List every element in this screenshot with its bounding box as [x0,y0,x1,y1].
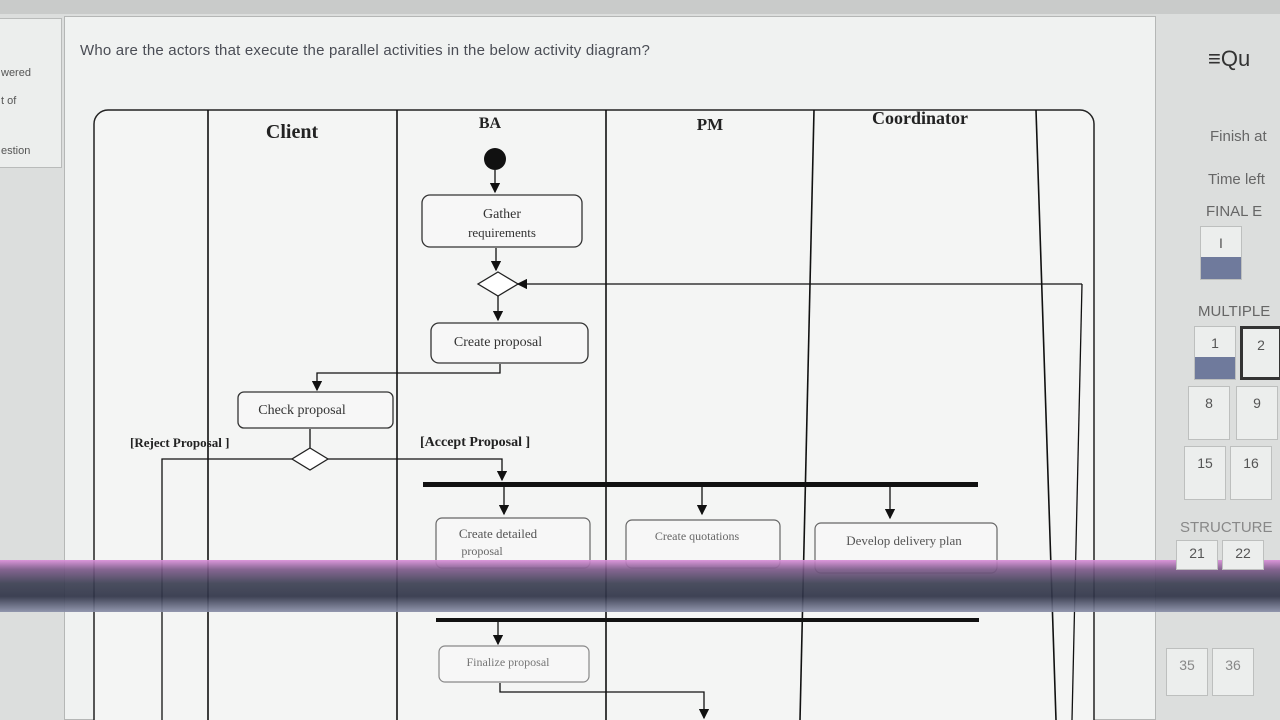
nav-button-21[interactable]: 21 [1176,540,1218,570]
nav-button-22-label: 22 [1235,545,1251,561]
lane-header-pm: PM [697,115,723,134]
finish-attempt-link[interactable]: Finish at [1210,128,1267,145]
nav-button-i[interactable]: I [1200,226,1242,280]
lane-divider [1035,109,1057,720]
nav-button-35-label: 35 [1179,657,1195,673]
nav-button-i-label: I [1219,235,1223,251]
lane-header-client: Client [266,121,319,143]
nav-button-16[interactable]: 16 [1230,446,1272,500]
quiz-nav-title: Qu [1220,46,1251,71]
nav-button-8[interactable]: 8 [1188,386,1230,440]
answered-label: wered [1,67,31,79]
nav-button-9-label: 9 [1253,395,1261,411]
nav-button-1-label: 1 [1211,335,1219,351]
activity-diagram: Client BA PM Coordinator Gather requirem… [93,108,1095,720]
nav-button-1[interactable]: 1 [1194,326,1236,380]
activity-gather-requirements [421,194,583,248]
left-info-panel: wered t of estion [0,18,62,168]
nav-button-15-label: 15 [1197,455,1213,471]
activity-finalize-label: Finalize proposal [467,655,551,669]
nav-button-9[interactable]: 9 [1236,386,1278,440]
lane-header-coordinator: Coordinator [872,108,968,128]
monitor-glare-band [0,560,1280,612]
lane-header-ba: BA [479,115,502,132]
out-of-label: t of [1,95,17,107]
question-label: estion [1,145,31,157]
guard-reject: [Reject Proposal ] [130,435,229,450]
structure-section: STRUCTURE [1180,519,1273,536]
hamburger-icon[interactable]: ≡ [1208,46,1221,71]
nav-button-35[interactable]: 35 [1166,648,1208,696]
nav-button-2-current[interactable]: 2 [1240,326,1280,380]
multiple-choice-section: MULTIPLE [1198,303,1271,320]
final-exam-section: FINAL E [1206,203,1263,220]
activity-gather-line2: requirements [468,225,536,240]
activity-develop-delivery-label: Develop delivery plan [846,533,962,548]
quiz-nav-header: ≡Qu [1208,46,1250,72]
activity-gather-line1: Gather [483,207,521,222]
nav-button-22[interactable]: 22 [1222,540,1264,570]
nav-button-15[interactable]: 15 [1184,446,1226,500]
activity-check-proposal-label: Check proposal [258,403,346,418]
initial-node [484,148,506,170]
activity-finalize-proposal [438,645,590,683]
nav-button-36[interactable]: 36 [1212,648,1254,696]
activity-create-detailed-line1: Create detailed [459,526,538,541]
activity-create-quotations-label: Create quotations [655,529,740,543]
question-text: Who are the actors that execute the para… [80,42,650,59]
activity-create-proposal [430,322,589,364]
fork-bar [423,482,978,487]
nav-button-16-label: 16 [1243,455,1259,471]
nav-button-21-label: 21 [1189,545,1205,561]
nav-button-36-label: 36 [1225,657,1241,673]
decision-diamond [290,447,330,471]
activity-create-detailed-line2: proposal [461,544,503,558]
time-left-label: Time left [1208,171,1265,188]
nav-button-8-label: 8 [1205,395,1213,411]
screen-top-strip [0,0,1280,14]
activity-create-proposal-label: Create proposal [454,335,542,350]
nav-button-2-label: 2 [1257,337,1265,353]
join-bar [436,618,979,622]
activity-check-proposal [237,391,394,429]
guard-accept: [Accept Proposal ] [420,435,530,450]
